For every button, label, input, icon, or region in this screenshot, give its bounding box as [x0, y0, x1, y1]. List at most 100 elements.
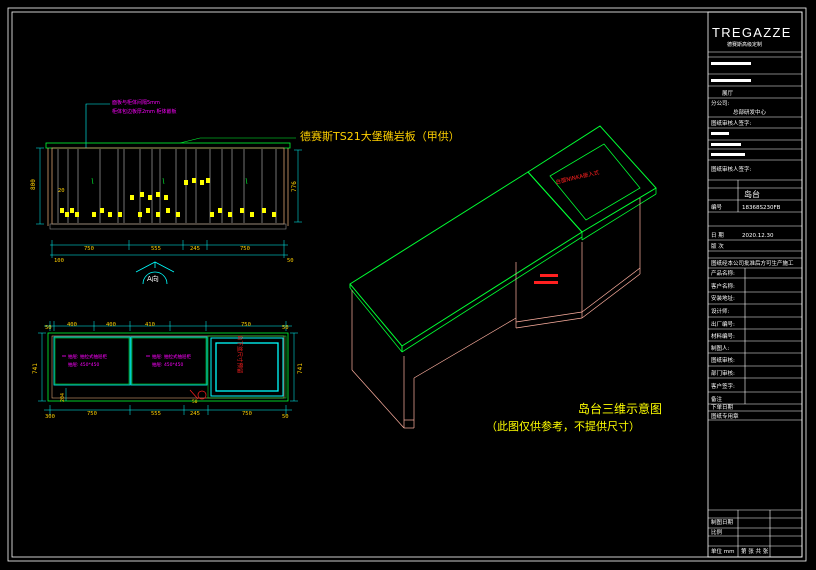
plan-drawer1-label-a: 抽屉: 抽拉式抽屉柜 [68, 353, 107, 360]
elevation-width-4: 750 [240, 246, 250, 252]
elevation-handle-mark [138, 212, 142, 217]
plan-top-dim-6: 50 [282, 325, 289, 331]
elevation-handle-mark [206, 178, 210, 183]
plan-top-dim-2: 400 [67, 322, 77, 328]
plan-view: 50 400 400 410 750 50 台下盆尺寸预留 抽屉: 抽拉式抽屉柜… [32, 321, 304, 420]
tb-material-no: 材料编号: [711, 332, 735, 340]
elevation-handle-mark [184, 180, 188, 185]
tb-drawn-at: 制图日期 [711, 518, 734, 526]
tb-signed: 客户签字: [711, 382, 735, 390]
tb-sheet: 第 张 共 张 [741, 547, 769, 555]
tb-drawing-name: 岛台 [744, 189, 760, 199]
plan-side-dim: 204 [60, 393, 66, 402]
plan-sink-label: 台下盆尺寸预留 [236, 335, 244, 374]
plan-bottom-dim-2: 750 [87, 411, 97, 417]
plan-drawer1-label-b: 抽屉: 450*450 [68, 361, 100, 368]
brand-subtitle: 德赛斯高级定制 [727, 41, 762, 48]
front-elevation: 面板与柜体间隔5mm 柜体包边板厚2mm 柜体嵌板 德赛斯TS21大堡礁岩板（甲… [30, 99, 460, 285]
iso-caption-title: 岛台三维示意图 [578, 401, 662, 416]
tb-shop: 展厅 [722, 90, 734, 97]
tb-sign-label-2: 图纸审核人签字: [711, 165, 752, 173]
elevation-handle-mark [156, 192, 160, 197]
elevation-right-gap: 50 [287, 258, 294, 264]
elevation-handle-mark [250, 212, 254, 217]
tb-address: 安装地址: [711, 294, 735, 302]
plan-top-dim-3: 400 [106, 322, 116, 328]
plan-view-marker-icon [189, 389, 207, 400]
elevation-handle-mark [272, 212, 276, 217]
elevation-note-2: 柜体包边板厚2mm 柜体嵌板 [112, 108, 177, 115]
brand-logo: TREGAZZE [712, 25, 792, 40]
plan-depth-right: 741 [297, 363, 304, 374]
elevation-handle-mark [228, 212, 232, 217]
plan-drawer2-label-b: 抽屉: 450*450 [152, 361, 184, 368]
plan-bottom-dim-5: 750 [242, 411, 252, 417]
tb-drawing-review: 图纸审核: [711, 356, 735, 364]
view-direction-arrow-icon [135, 261, 175, 285]
elevation-handle-mark [148, 195, 152, 200]
elevation-handle-mark [108, 212, 112, 217]
elevation-handle-mark [200, 180, 204, 185]
tb-draw-by: 制图人: [711, 344, 730, 352]
elevation-handle-mark [240, 208, 244, 213]
elevation-width-1: 750 [84, 246, 94, 252]
tb-sign-label: 图纸审核人签字: [711, 119, 752, 127]
elevation-handle-mark [100, 208, 104, 213]
isometric-view: 台面NINKA嵌入式 岛台三维示意图 （此图仅供参考，不提供尺寸） [349, 125, 662, 433]
tb-stamp: 图纸专用章 [711, 412, 739, 420]
elevation-handle-mark [192, 178, 196, 183]
elevation-handle-mark [156, 212, 160, 217]
tb-order-date: 下单日期 [711, 403, 734, 411]
tb-date-label: 日 期 [711, 232, 724, 239]
elevation-handle-mark [176, 212, 180, 217]
elevation-handle-mark [92, 212, 96, 217]
elevation-handle-mark [60, 208, 64, 213]
elevation-kick: 20 [58, 188, 65, 194]
tb-note-line: 图纸经本公司批准后方可生产施工 [711, 259, 794, 267]
elevation-handle-mark [130, 195, 134, 200]
elevation-handle-mark [118, 212, 122, 217]
elevation-width-2: 555 [151, 246, 161, 252]
iso-caption-note: （此图仅供参考，不提供尺寸） [486, 419, 640, 433]
tb-drawing-no-label: 编号 [711, 203, 723, 211]
plan-bottom-dim-6: 50 [282, 414, 289, 420]
elevation-handle-mark [218, 208, 222, 213]
tb-dept-review: 部门审核: [711, 369, 735, 377]
elevation-handle-mark [75, 212, 79, 217]
tb-factory-no: 出厂编号: [711, 320, 735, 328]
tb-company-label: 分公司: [711, 99, 730, 107]
elevation-handle-mark [140, 192, 144, 197]
elevation-handle-mark [166, 208, 170, 213]
plan-bottom-dim-4: 245 [190, 411, 200, 417]
tb-scale: 比例 [711, 528, 723, 536]
title-block: TREGAZZE 德赛斯高级定制 [707, 11, 803, 558]
plan-top-dim-5: 750 [241, 322, 251, 328]
tb-unit: 单位 mm [711, 547, 734, 555]
plan-bottom-dim-3: 555 [151, 411, 161, 417]
tb-company-value: 总部研发中心 [733, 108, 767, 116]
view-label: A向 [147, 274, 159, 283]
plan-depth-left: 741 [32, 363, 39, 374]
plan-bottom-dim-1: 300 [45, 414, 55, 420]
tb-designer: 设计师: [711, 307, 730, 315]
elevation-width-3: 245 [190, 246, 200, 252]
plan-drawer2-label-a: 抽屉: 抽拉式抽屉柜 [152, 353, 191, 360]
elevation-left-gap: 100 [54, 258, 64, 264]
elevation-handle-mark [70, 208, 74, 213]
plan-top-dim-4: 410 [145, 322, 155, 328]
elevation-height: 800 [30, 179, 37, 190]
plan-leg-dim: 50 [192, 399, 198, 405]
elevation-handle-mark [146, 208, 150, 213]
elevation-handle-mark [164, 195, 168, 200]
elevation-handle-mark [65, 212, 69, 217]
elevation-handle-mark [262, 208, 266, 213]
elevation-handle-mark [210, 212, 214, 217]
tb-remark: 备注 [711, 395, 723, 403]
tb-drawing-no: 18368S230FB [742, 205, 781, 211]
tb-client: 客户名称: [711, 282, 735, 290]
tb-date-value: 2020.12.30 [742, 233, 774, 239]
tb-version-label: 版 次 [711, 242, 724, 250]
elevation-inner-height: 776 [291, 181, 298, 192]
plan-top-dim-1: 50 [45, 325, 52, 331]
